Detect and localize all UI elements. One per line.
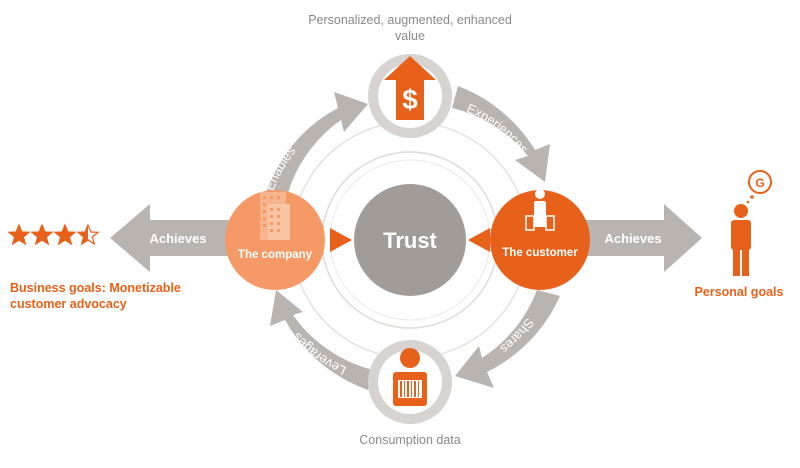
svg-text:Trust: Trust — [383, 228, 437, 253]
personal-goals-label: Personal goals — [694, 285, 784, 299]
thought-bubble: G — [746, 170, 772, 204]
person-icon — [731, 204, 751, 276]
rating-stars — [8, 224, 99, 245]
business-goals-label: Business goals: Monetizable customer adv… — [10, 281, 181, 311]
company-node: The company — [225, 190, 325, 290]
customer-node: The customer — [490, 189, 590, 290]
svg-text:G: G — [755, 176, 764, 190]
customer-pointer — [468, 228, 490, 252]
value-label: Personalized, augmented, enhanced value — [308, 13, 512, 43]
building-icon — [260, 192, 290, 240]
data-node — [368, 340, 452, 424]
svg-text:The customer: The customer — [502, 247, 578, 259]
arc-shares-arrow — [455, 290, 560, 388]
star-icon — [77, 224, 99, 245]
svg-text:$: $ — [402, 84, 418, 115]
star-icon — [8, 224, 30, 245]
svg-text:Achieves: Achieves — [604, 231, 661, 246]
right-achieves-arrow: Achieves — [585, 204, 702, 272]
dollar-up-arrow-icon: $ — [384, 56, 436, 120]
star-icon — [31, 224, 53, 245]
svg-text:The company: The company — [238, 249, 313, 261]
arc-enables-arrow — [262, 92, 368, 208]
barcode-person-icon — [393, 348, 427, 406]
trust-node: Trust — [354, 184, 466, 296]
company-pointer — [330, 228, 352, 252]
value-node: $ — [368, 54, 452, 138]
arc-leverages-arrow — [270, 290, 373, 390]
left-achieves-arrow: Achieves — [110, 204, 232, 272]
data-label: Consumption data — [359, 433, 461, 447]
arc-leverages-label: Leverages — [289, 330, 348, 379]
arc-experiences-arrow — [452, 86, 550, 182]
star-icon — [54, 224, 76, 245]
svg-text:Achieves: Achieves — [149, 231, 206, 246]
person-with-bags-icon — [525, 189, 555, 231]
